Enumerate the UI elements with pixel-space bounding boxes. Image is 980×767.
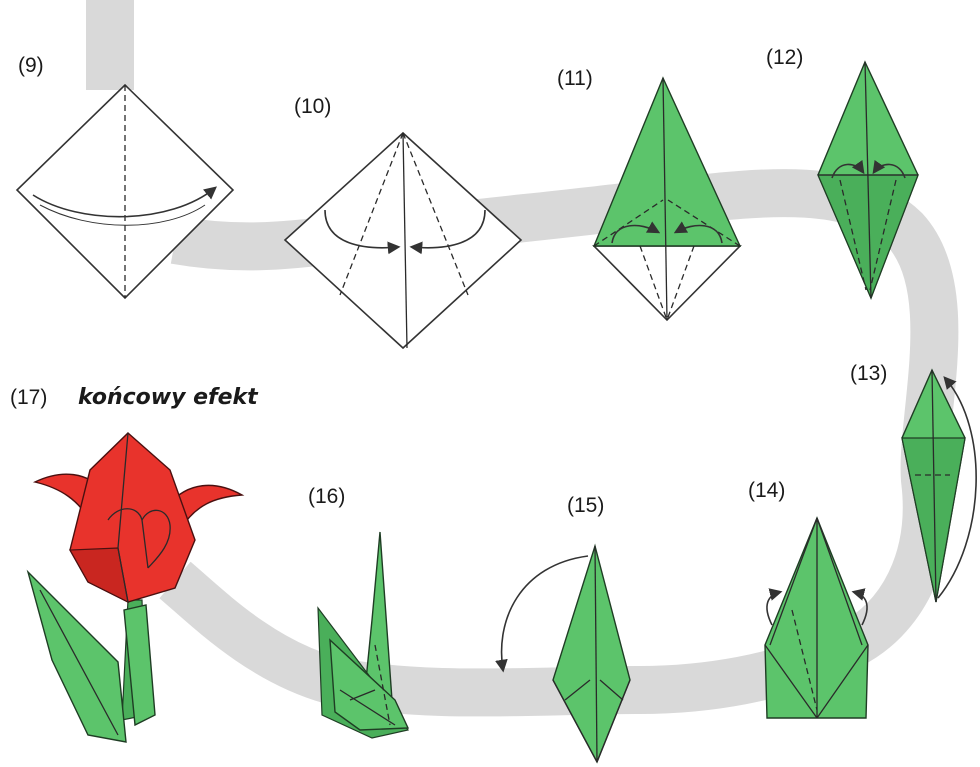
step-14-arrow-r [851,588,868,626]
step-14-edge-l [769,517,818,646]
step-13: (13) [850,362,977,603]
step-15: (15) [495,494,631,764]
step-12-center [864,61,872,299]
step-16-fold-1 [339,689,396,726]
step-10-arrow-left [324,209,401,255]
step-16-label: (16) [308,485,345,508]
step-11: (11) [557,67,742,322]
step-13-center [931,369,937,603]
tulip-leaf-right [123,604,156,727]
step-11-crease-rr [666,245,695,321]
step-14-crease [791,609,818,711]
step-11-arrow-l [611,221,661,244]
step-15-fold-r [596,679,631,763]
tulip-leaf-vein [39,589,119,736]
step-14: (14) [748,479,869,719]
step-10-label: (10) [294,95,331,118]
step-9-fold-arrow-2 [39,204,206,226]
step-15-center [594,545,598,763]
step-12-label: (12) [766,46,803,69]
step-14-arrow-l [766,588,783,626]
step-10: (10) [283,95,523,350]
step-9-label: (9) [18,54,44,77]
step-10-crease-left [339,132,404,296]
step-14-label: (14) [748,479,785,502]
step-15-label: (15) [567,494,604,517]
step-12-arrow-l [831,159,865,179]
step-15-cross-l [564,679,591,701]
step-14-edge-r [816,517,863,646]
step-15-arrow [495,555,589,673]
tulip-fold-2 [117,547,129,603]
step-12-arrow-r [872,159,906,179]
step-10-crease-right [402,132,469,296]
step-12: (12) [766,46,919,300]
step-15-shape [552,543,631,764]
step-16-crease [374,644,391,726]
step-13-arrow [937,376,977,599]
tulip-heart-fold [107,508,171,569]
step-16: (16) [308,485,410,739]
step-13-label: (13) [850,362,887,385]
step-9: (9) [15,54,235,300]
step-9-fold-arrow [32,186,217,218]
step-11-crease-r [667,199,741,247]
tulip-fold-3 [141,519,149,569]
step-14-fold-r [816,644,869,719]
step-16-fold-2 [349,689,376,701]
step-11-center [662,77,668,321]
step-10-center-line [402,132,408,349]
step-15-cross-r [599,679,624,701]
step-11-label: (11) [557,67,593,90]
step-15-fold-l [552,679,598,763]
tulip-fold-1 [117,432,129,549]
step-12-crease-r [869,179,897,291]
step-14-fold-l [764,644,818,719]
step-12-crease-l [839,179,867,291]
step-10-arrow-right [409,209,486,255]
step-11-crease-l [593,199,664,247]
step-16-stem [329,638,410,731]
step-11-crease-ll [639,245,668,321]
step-17: (17) końcowy efekt [10,385,259,743]
step-10-square [283,131,523,350]
step-11-arrow-r [673,221,723,244]
tulip-leaf-left [26,569,127,743]
step-17-label: (17) [10,386,47,409]
final-result-caption: końcowy efekt [78,385,259,410]
step-11-upper [592,76,742,247]
